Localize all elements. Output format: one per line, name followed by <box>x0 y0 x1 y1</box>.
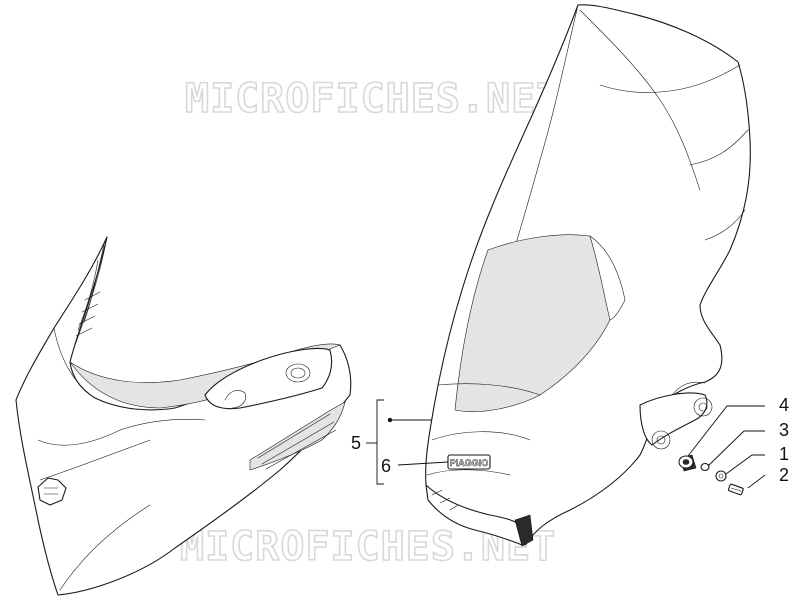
watermark-top: MICROFICHES.NET <box>185 76 561 122</box>
emblem-text: PIAGGIO <box>450 458 489 468</box>
bushing-part-4 <box>678 454 697 472</box>
callout-label-1: 1 <box>779 444 789 464</box>
callout-label-3: 3 <box>779 420 789 440</box>
callout-label-4: 4 <box>779 395 789 415</box>
front-shield-part <box>425 4 751 547</box>
spacer-part-3 <box>700 462 710 472</box>
piaggio-emblem: PIAGGIO <box>447 454 491 470</box>
callout-label-2: 2 <box>779 465 789 485</box>
callout-label-6: 6 <box>381 456 391 476</box>
screw-part-2 <box>727 483 744 496</box>
callout-label-5: 5 <box>351 433 361 453</box>
washer-part-1 <box>715 470 727 482</box>
front-cover-part <box>15 236 352 596</box>
leader-lines <box>366 399 766 489</box>
